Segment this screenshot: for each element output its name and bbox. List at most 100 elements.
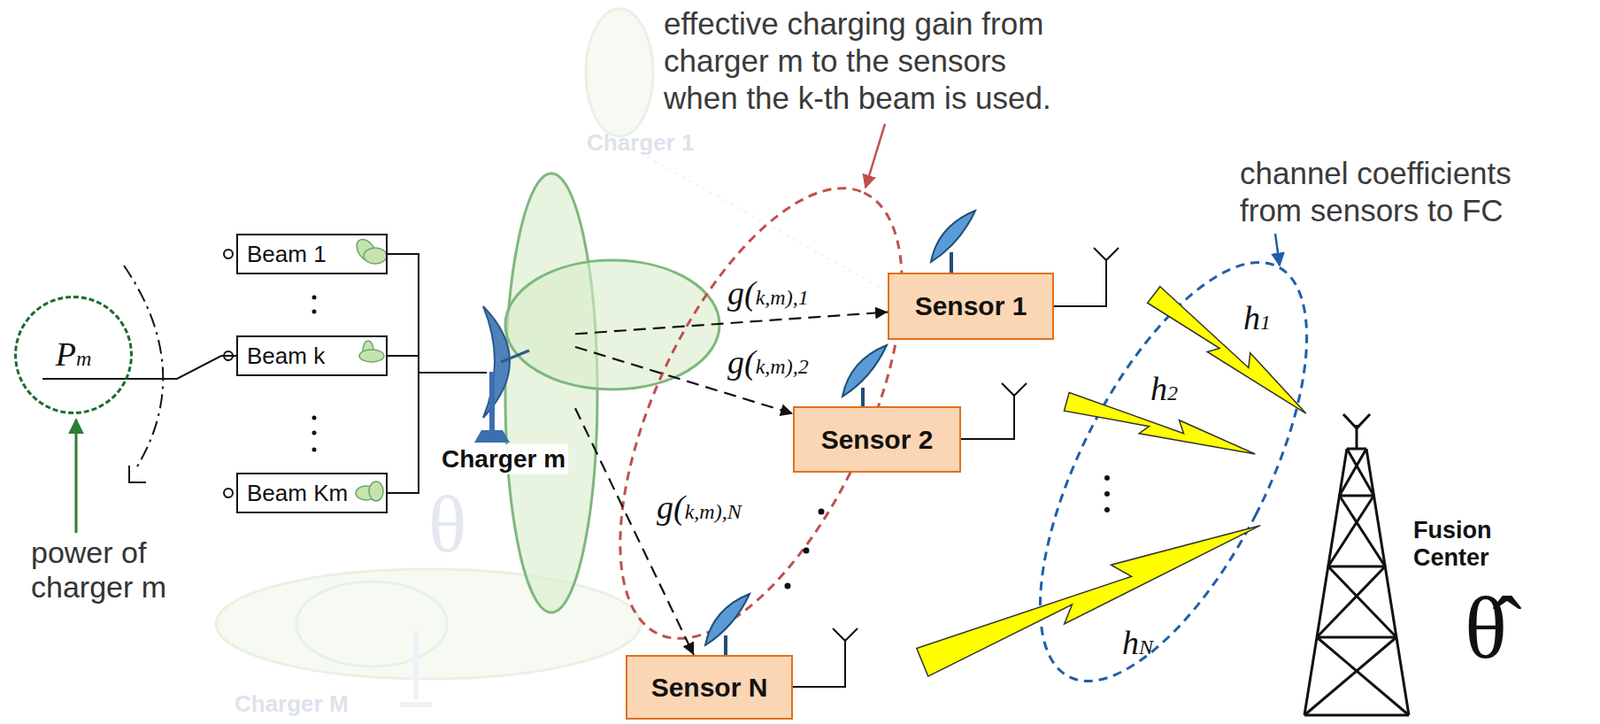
node-text: Beam 1 bbox=[246, 240, 327, 269]
callout-arrows bbox=[865, 123, 885, 188]
power-switch bbox=[123, 265, 163, 471]
sensor-dishes bbox=[930, 210, 976, 262]
power-source: Pm bbox=[14, 295, 133, 415]
charger-antenna bbox=[474, 430, 510, 443]
annotation-text: effective charging gain from charger m t… bbox=[663, 5, 1082, 117]
fusion-tower bbox=[1328, 495, 1375, 567]
wire bbox=[387, 253, 439, 373]
ellipsis-dots bbox=[1104, 507, 1110, 513]
beam-pattern bbox=[505, 173, 598, 613]
wire bbox=[387, 372, 439, 493]
sensor-box: Sensor N bbox=[625, 654, 793, 720]
charging-link bbox=[575, 407, 694, 655]
node-text: Sensor N bbox=[651, 672, 769, 703]
ellipsis-dots bbox=[312, 415, 317, 421]
node-text: Sensor 1 bbox=[915, 291, 1028, 322]
power-switch bbox=[223, 488, 233, 498]
power-switch bbox=[42, 377, 133, 380]
charger-antenna bbox=[483, 306, 510, 418]
ellipsis-dots bbox=[1104, 475, 1110, 481]
faded-symbol: θ bbox=[428, 484, 467, 565]
callout-arrows bbox=[75, 419, 78, 533]
sensor-dishes bbox=[723, 635, 728, 655]
faded-charger-one bbox=[585, 8, 654, 137]
charging-link bbox=[575, 312, 888, 335]
beam-lobes bbox=[353, 235, 387, 501]
channel-label: hN bbox=[1122, 623, 1154, 663]
wire bbox=[387, 355, 439, 373]
faded-charger-big-m bbox=[215, 569, 641, 705]
fusion-tower bbox=[1328, 566, 1397, 638]
node-text: Pm bbox=[55, 335, 93, 375]
beam-lobes bbox=[369, 481, 384, 501]
beam-lobes bbox=[363, 247, 387, 264]
fusion-tower bbox=[1366, 448, 1409, 716]
annotation-text: power of charger m bbox=[30, 535, 191, 605]
fusion-tower bbox=[1339, 494, 1375, 498]
ellipsis-dots bbox=[312, 430, 317, 436]
faded-label: Charger M bbox=[234, 690, 349, 718]
beam-lobes bbox=[359, 349, 385, 362]
fusion-tower bbox=[1304, 714, 1409, 717]
gain-label: g(k,m),2 bbox=[727, 343, 809, 383]
ellipsis-dots bbox=[1104, 491, 1110, 497]
node-text: Fusion Center bbox=[1413, 516, 1519, 572]
wire bbox=[127, 355, 237, 379]
beam-box: Beam Km bbox=[236, 472, 388, 514]
ellipsis-dots bbox=[803, 547, 810, 554]
fusion-tower bbox=[1316, 637, 1409, 716]
faded-label: Charger 1 bbox=[586, 129, 694, 157]
beam-box: Beam 1 bbox=[236, 233, 388, 275]
fusion-tower bbox=[1304, 414, 1409, 716]
beam-pattern bbox=[505, 173, 720, 613]
fusion-tower bbox=[1328, 565, 1385, 569]
gain-label: g(k,m),1 bbox=[727, 274, 809, 314]
charger-antenna bbox=[438, 306, 530, 443]
fusion-tower bbox=[1304, 448, 1347, 716]
charger-antenna bbox=[489, 371, 495, 432]
lightning-bolts bbox=[915, 284, 1315, 680]
fusion-center-node: Fusion Center bbox=[1413, 513, 1519, 576]
faded-charger-big-m bbox=[400, 630, 432, 705]
fusion-tower bbox=[1339, 448, 1367, 496]
ellipsis-dots bbox=[312, 309, 317, 315]
power-switch bbox=[223, 249, 233, 259]
ellipsis-dots bbox=[312, 295, 317, 300]
estimate-symbol: θ̂ bbox=[1464, 584, 1508, 673]
callout-arrows bbox=[1275, 233, 1280, 266]
sensor-dishes bbox=[705, 593, 750, 646]
fusion-tower bbox=[1316, 566, 1385, 638]
sensor-dishes bbox=[861, 387, 865, 407]
fusion-tower bbox=[1316, 636, 1397, 639]
sensor-antennas bbox=[961, 383, 1027, 439]
fusion-tower bbox=[1346, 448, 1374, 496]
charger-node: Charger m bbox=[438, 306, 576, 475]
channel-label: h2 bbox=[1150, 369, 1178, 409]
power-switch bbox=[129, 465, 147, 483]
fusion-tower bbox=[1343, 414, 1370, 429]
fusion-tower bbox=[1304, 637, 1397, 716]
node-text: Beam k bbox=[246, 342, 325, 370]
node-text: Sensor 2 bbox=[821, 424, 934, 455]
callout-arrows bbox=[76, 123, 1280, 533]
sensor-box: Sensor 2 bbox=[792, 406, 962, 473]
ellipsis-dots bbox=[784, 583, 792, 590]
sensor-dishes bbox=[842, 345, 887, 397]
annotation-text: channel coefficients from sensors to FC bbox=[1239, 154, 1559, 230]
beam-box: Beam k bbox=[236, 335, 388, 377]
faded-charger-big-m bbox=[215, 569, 641, 679]
node-text: Beam Km bbox=[246, 479, 348, 508]
gain-label: g(k,m),N bbox=[656, 488, 742, 528]
ellipsis-dots bbox=[818, 508, 825, 516]
ellipsis-dots bbox=[312, 447, 317, 453]
sensor-antennas bbox=[792, 628, 858, 687]
charger-antenna bbox=[438, 371, 487, 374]
fusion-tower bbox=[1339, 495, 1386, 567]
sensor-dishes bbox=[949, 252, 954, 273]
sensor-box: Sensor 1 bbox=[887, 272, 1054, 340]
lightning-bolts bbox=[1146, 284, 1315, 424]
charger-antenna bbox=[500, 350, 530, 362]
node-text: Charger m bbox=[438, 444, 569, 475]
